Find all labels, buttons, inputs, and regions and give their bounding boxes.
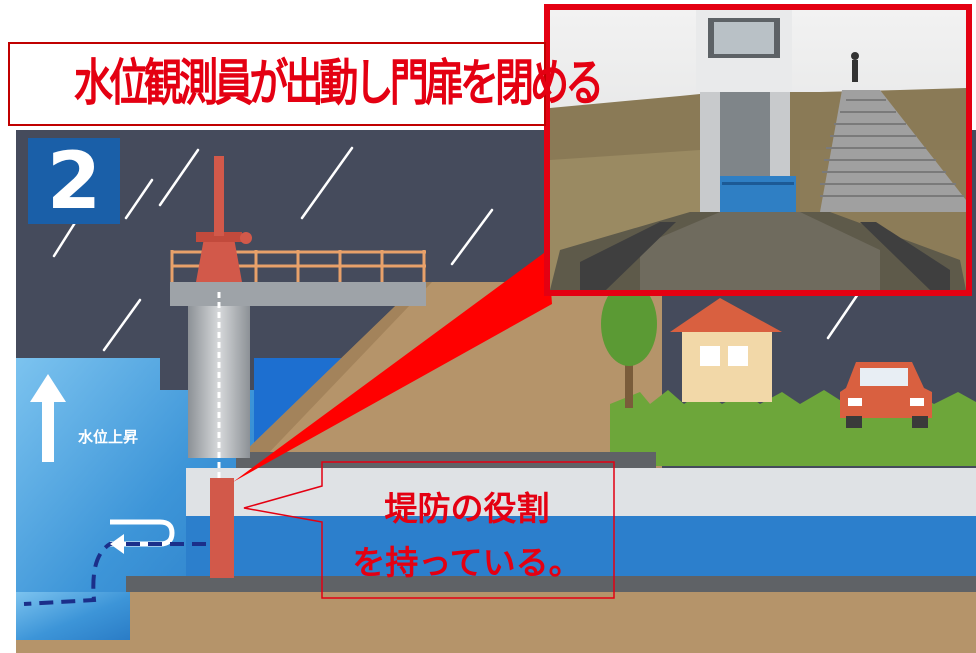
inset-photo <box>544 4 972 296</box>
pointer-beam <box>233 250 552 482</box>
flow-dashed-line <box>23 542 206 606</box>
title-banner: 水位観測員が出動し門扉を閉める <box>8 42 604 126</box>
tower-deck <box>170 282 426 306</box>
flow-return-arrow <box>110 519 175 547</box>
culvert-floor <box>126 576 976 592</box>
house-body <box>682 332 772 402</box>
levee-shadow-left <box>236 282 432 460</box>
gate-door <box>210 478 234 578</box>
hoist-body <box>196 238 242 282</box>
water-rise-label: 水位上昇 <box>78 428 139 446</box>
house-window-right <box>728 346 748 366</box>
hoist-top <box>196 232 242 242</box>
callout-line-1: 堤防の役割 <box>384 489 550 528</box>
house-roof <box>670 298 782 332</box>
car <box>840 362 932 428</box>
levee <box>236 282 662 470</box>
flow-arrowhead <box>110 534 124 554</box>
house-window-left <box>700 346 720 366</box>
step-badge: 2 <box>28 138 120 224</box>
water-rise-arrow-icon <box>30 374 66 462</box>
hoist-wheel <box>240 232 252 244</box>
road-strip <box>186 468 976 516</box>
bedrock <box>16 592 976 653</box>
hoist-rod <box>214 156 224 236</box>
tree-trunk <box>625 340 633 408</box>
callout-box <box>243 461 615 599</box>
page-title: 水位観測員が出動し門扉を閉める <box>73 54 604 112</box>
step-number: 2 <box>46 137 102 227</box>
culvert-water <box>186 516 976 578</box>
callout-line-2: を持っている。 <box>352 543 582 582</box>
rain-streaks <box>52 146 860 352</box>
tree-crown <box>601 282 657 366</box>
